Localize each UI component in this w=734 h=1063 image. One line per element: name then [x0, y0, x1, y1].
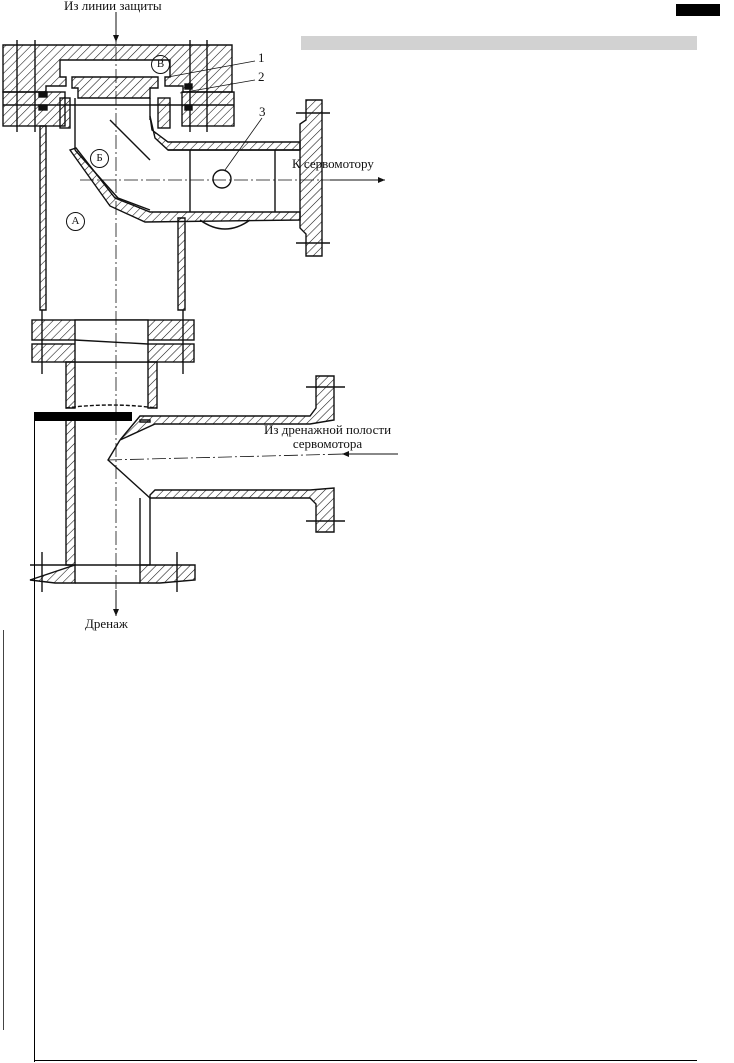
header-bar	[301, 36, 697, 50]
frame-line-bottom	[34, 1060, 697, 1061]
page-corner-tab	[676, 4, 720, 16]
lower-pipe-left-wall	[65, 361, 76, 409]
valve-plunger	[71, 76, 159, 99]
tee-branch-lower	[149, 487, 335, 533]
bottom-flange	[29, 564, 196, 584]
callout-2: 2	[258, 69, 265, 84]
frame-line-left	[34, 420, 35, 1062]
seal-ring-left-b	[38, 104, 48, 111]
page-edge-line	[3, 630, 4, 1030]
zone-a-marker: А	[66, 212, 85, 231]
label-from-drain-cavity: Из дренажной полости сервомотора	[264, 423, 391, 450]
seal-ring-right-b	[184, 104, 193, 111]
label-to-servomotor: К сервомотору	[292, 156, 374, 171]
label-from-drain-line2: сервомотора	[292, 435, 363, 451]
body-left-wall	[39, 125, 47, 311]
zone-b-marker: Б	[90, 149, 109, 168]
seal-ring-right	[184, 83, 193, 90]
body-right-wall	[177, 217, 186, 311]
label-from-protection-line: Из линии защиты	[64, 0, 162, 13]
outlet-flange	[299, 99, 323, 257]
callout-3: 3	[259, 104, 266, 119]
section-break-band	[34, 412, 132, 421]
tee-branch-upper	[119, 375, 335, 441]
label-drain: Дренаж	[85, 616, 128, 631]
drain-branch-axis	[107, 453, 346, 461]
lower-flange-left	[2, 91, 66, 127]
seal-ring-left	[38, 91, 48, 98]
lower-pipe-right-wall	[147, 361, 158, 409]
zone-v-marker: В	[151, 55, 170, 74]
label-from-drain-line1: Из дренажной полости	[264, 422, 392, 437]
callout-1: 1	[258, 50, 265, 65]
tee-left-wall	[65, 419, 76, 566]
orifice-3	[212, 169, 232, 189]
